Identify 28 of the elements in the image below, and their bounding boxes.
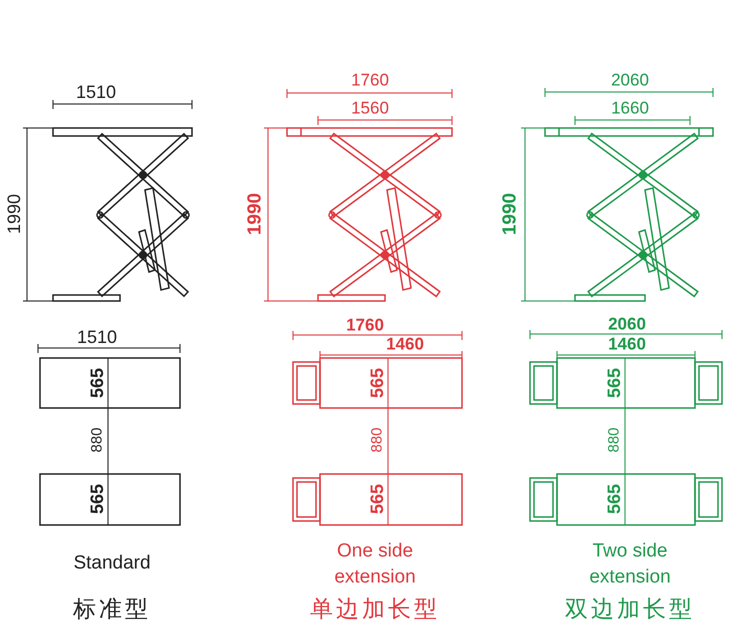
dimension-label: 880 — [90, 427, 104, 453]
dimension-label: 1560 — [351, 100, 389, 116]
dimension-label: 565 — [368, 484, 386, 514]
dimension-label: 565 — [605, 484, 623, 514]
caption: 双边加长型 — [565, 598, 695, 620]
dimension-label: 1660 — [611, 100, 649, 116]
caption: Standard — [73, 554, 151, 572]
dimension-label: 1460 — [608, 336, 646, 352]
dimension-label: 2060 — [608, 316, 646, 332]
dimension-label: 1510 — [76, 83, 116, 101]
dimension-label: 1510 — [76, 328, 118, 346]
dimension-label: 1990 — [500, 192, 520, 236]
dimension-label: 1990 — [246, 192, 264, 236]
caption: 标准型 — [73, 598, 151, 620]
caption: 单边加长型 — [310, 598, 440, 620]
caption: One side extension — [333, 539, 417, 589]
dimension-label: 565 — [88, 368, 106, 398]
dimension-label: 880 — [606, 427, 622, 453]
dimension-label: 1460 — [386, 336, 424, 352]
caption: Two side extension — [588, 539, 672, 589]
dimension-label: 1760 — [351, 72, 389, 88]
dimension-label: 565 — [368, 368, 386, 398]
dimension-label: 880 — [370, 427, 384, 453]
dimension-label: 2060 — [611, 72, 649, 88]
dimension-label: 565 — [88, 484, 106, 514]
dimension-label: 1990 — [5, 194, 23, 234]
dimension-label: 565 — [605, 368, 623, 398]
dimension-label: 1760 — [346, 316, 384, 334]
